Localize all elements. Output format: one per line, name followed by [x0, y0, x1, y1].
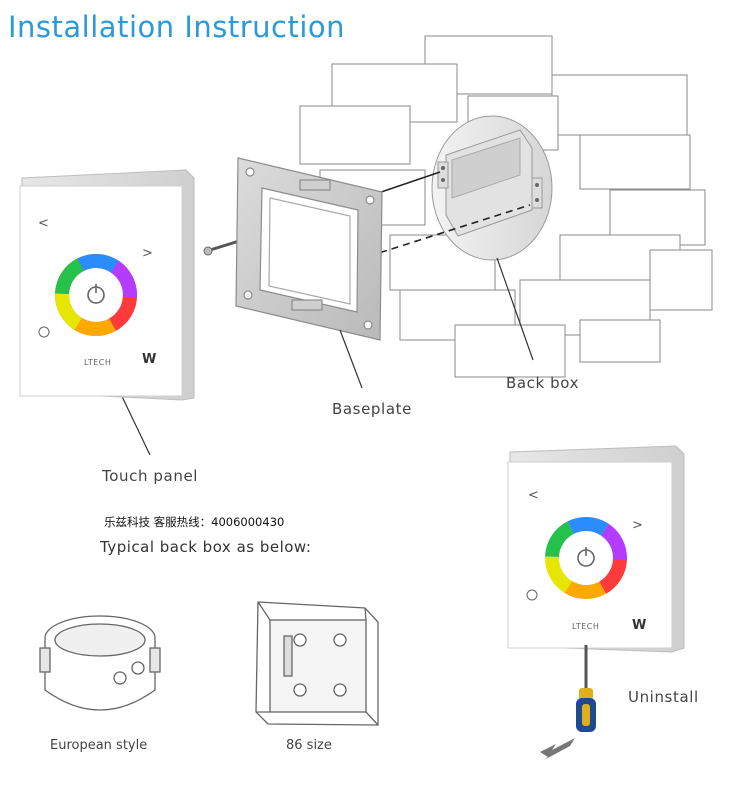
remove-arrow-icon	[540, 738, 575, 760]
panel-w-label-small: W	[632, 618, 647, 633]
label-86-size: 86 size	[286, 738, 332, 753]
baseplate	[235, 157, 383, 341]
screw-head-1	[203, 246, 213, 256]
back-box	[431, 115, 553, 261]
european-back-box-icon	[39, 615, 161, 711]
label-european-style: European style	[50, 738, 148, 753]
leader-lines	[117, 257, 534, 456]
left-arrow-icon-small: <	[528, 488, 539, 503]
right-arrow-icon-small: >	[632, 518, 643, 533]
fan-icon	[38, 326, 50, 338]
label-touch-panel: Touch panel	[102, 467, 199, 485]
hotline-text: 乐兹科技 客服热线：4006000430	[104, 515, 285, 529]
touch-panel-uninstall	[507, 445, 685, 653]
touch-panel-large	[19, 169, 195, 401]
label-baseplate: Baseplate	[332, 400, 412, 418]
panel-brand-small: LTECH	[572, 622, 600, 631]
right-arrow-icon: >	[142, 246, 153, 261]
color-wheel-large	[55, 254, 137, 336]
panel-brand: LTECH	[84, 358, 112, 367]
label-back-box: Back box	[506, 374, 580, 392]
screwdriver-icon	[576, 645, 596, 732]
color-wheel-small	[545, 517, 627, 599]
box-86-icon	[255, 601, 379, 726]
brick-wall	[299, 35, 713, 378]
typical-back-box-text: Typical back box as below:	[100, 538, 312, 556]
fan-icon-small	[526, 589, 538, 601]
left-arrow-icon: <	[38, 216, 49, 231]
page-title: Installation Instruction	[8, 10, 346, 44]
label-uninstall: Uninstall	[628, 688, 699, 706]
panel-w-label: W	[142, 352, 157, 367]
